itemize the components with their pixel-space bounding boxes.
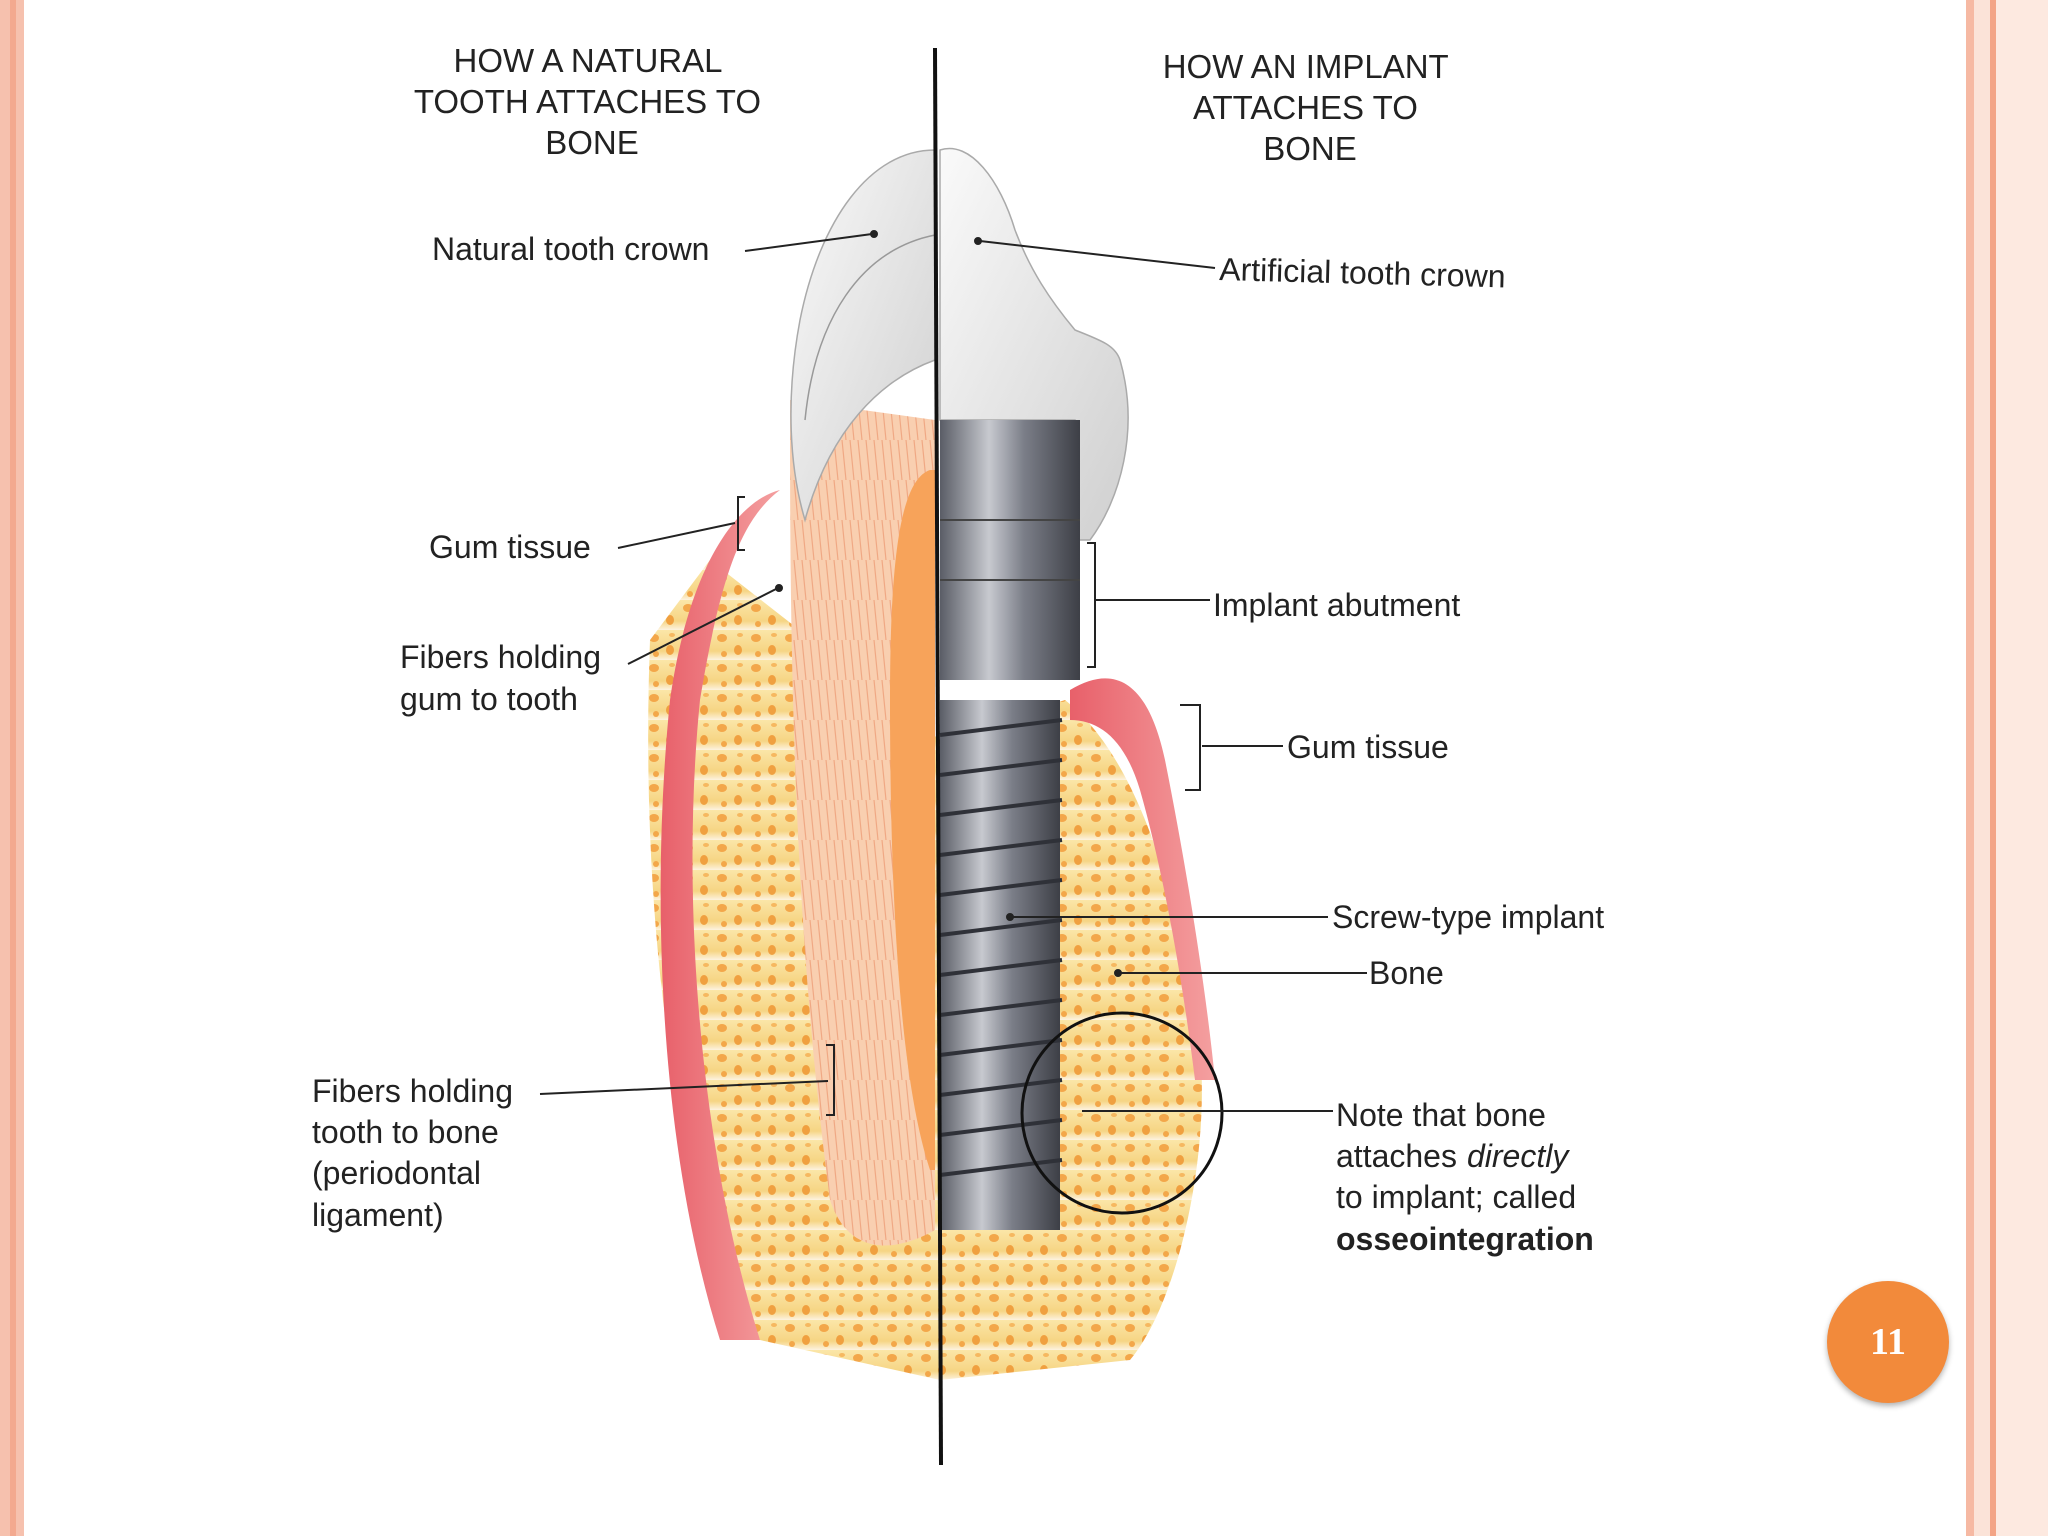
right-title: HOW AN IMPLANT ATTACHES TO BONE <box>1163 48 1458 167</box>
artificial-crown-shape <box>939 147 1129 541</box>
label-fibers-bone: Fibers holding tooth to bone (periodonta… <box>312 1073 522 1233</box>
abutment-shape <box>940 420 1080 680</box>
label-fibers-gum: Fibers holding gum to tooth <box>400 639 610 717</box>
tooth-pulp <box>890 470 935 1170</box>
center-divider <box>933 47 943 1466</box>
gum-left <box>660 490 780 1340</box>
slide-frame-right <box>1960 0 2048 1536</box>
osseointegration-circle <box>1020 1011 1224 1215</box>
label-artificial-crown: Artificial tooth crown <box>1219 251 1506 294</box>
leader-lines <box>539 230 1367 1116</box>
label-gum-right: Gum tissue <box>1287 729 1449 765</box>
label-abutment: Implant abutment <box>1213 587 1460 623</box>
label-natural-crown: Natural tooth crown <box>432 231 709 267</box>
left-natural-tooth <box>648 149 940 1380</box>
label-screw-implant: Screw-type implant <box>1332 899 1604 935</box>
label-bone: Bone <box>1369 955 1444 991</box>
right-implant <box>939 147 1224 1380</box>
label-gum-left: Gum tissue <box>429 529 591 565</box>
left-title: HOW A NATURAL TOOTH ATTACHES TO BONE <box>414 42 770 161</box>
screw-body <box>940 700 1060 1230</box>
gum-right <box>1070 678 1215 1080</box>
slide-frame-left <box>0 0 24 1536</box>
page-number-badge: 11 <box>1827 1281 1949 1403</box>
natural-crown-shape <box>790 149 936 523</box>
